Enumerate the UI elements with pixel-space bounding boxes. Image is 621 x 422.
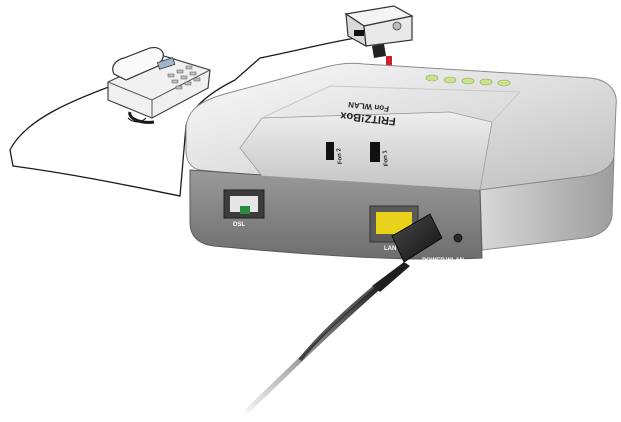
svg-text:POWER: POWER [422,258,445,264]
tae-adapter-icon [346,6,412,58]
svg-text:WLAN: WLAN [446,258,464,264]
svg-text:DSL: DSL [233,222,245,228]
svg-text:LAN: LAN [384,246,396,252]
power-cable [246,286,380,412]
power-label: POWER [422,258,445,264]
